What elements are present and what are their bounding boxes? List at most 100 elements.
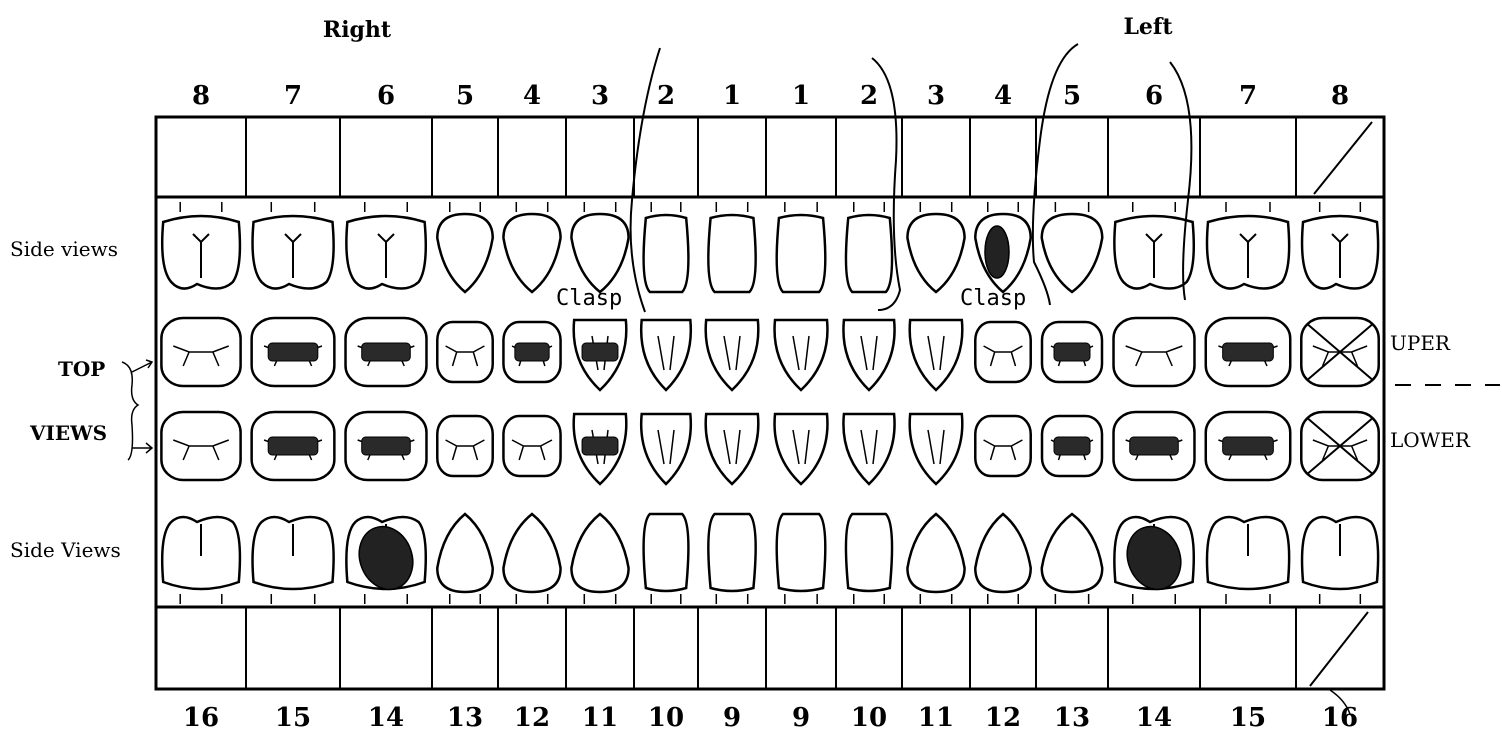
lower-side-tooth-16 [1302,517,1378,604]
restoration-fill [1130,437,1179,455]
lower-jaw-label: LOWER [1390,428,1471,452]
upper-tooth-number-13: 5 [1063,81,1081,111]
upper-tooth-number-9: 1 [792,81,810,111]
tooth-crown-outline [641,320,691,390]
lower-side-tooth-5 [503,514,560,604]
upper-top-tooth-5 [503,322,560,382]
lower-side-tooth-10 [846,514,892,604]
upper-tooth-number-4: 5 [456,81,474,111]
upper-side-tooth-9 [777,202,826,292]
upper-top-tooth-2 [252,318,335,386]
upper-jaw-label: UPER [1390,331,1451,355]
lower-tooth-number-2: 15 [275,703,311,732]
lower-side-tooth-7 [644,514,689,604]
upper-side-tooth-12 [975,202,1030,292]
upper-top-tooth-1 [161,318,240,386]
chart-frame [156,117,1384,689]
lower-top-tooth-11 [910,414,963,484]
lower-tooth-number-14: 14 [1136,703,1172,732]
lower-side-tooth-11 [907,514,964,604]
tooth-crown-outline [777,215,826,292]
tooth-crown-outline [437,214,492,292]
upper-side-tooth-1 [162,202,240,289]
lower-box-missing-slash [1310,612,1368,686]
tooth-crown-outline [907,514,964,592]
upper-tooth-number-6: 3 [591,81,609,111]
tooth-crown-outline [907,214,964,292]
upper-top-tooth-9 [775,320,828,390]
upper-top-tooth-11 [910,320,963,390]
tooth-crown-outline [571,514,628,592]
arrow-to-lower [132,443,152,453]
upper-top-view-row [161,318,1378,390]
top-views-views-label: VIEWS [29,421,107,445]
tooth-crown-outline [706,414,759,484]
lower-tooth-number-11: 11 [918,703,954,732]
upper-side-tooth-2 [253,202,334,289]
restoration-fill [362,437,411,455]
restoration-fill [582,343,618,361]
lower-tooth-number-4: 13 [447,703,483,732]
upper-tooth-number-16: 8 [1331,81,1349,111]
upper-tooth-number-8: 1 [723,81,741,111]
upper-top-tooth-12 [975,322,1030,382]
upper-tooth-number-3: 6 [377,81,395,111]
lower-side-tooth-14 [1114,517,1193,604]
upper-side-tooth-8 [708,202,755,292]
tooth-boxes [246,117,1372,689]
upper-side-tooth-4 [437,202,492,292]
lower-top-tooth-9 [775,414,828,484]
restoration-fill [515,343,549,361]
upper-side-view-row [162,202,1378,292]
tooth-crown-outline [503,514,560,592]
restoration-fill [1223,437,1274,455]
tooth-crown-outline [975,514,1030,592]
lower-tooth-number-12: 12 [985,703,1021,732]
lower-side-tooth-13 [1042,514,1102,604]
lower-top-tooth-7 [641,414,691,484]
lower-tooth-number-13: 13 [1054,703,1090,732]
tooth-crown-outline [910,320,963,390]
restoration-fill [1223,343,1274,361]
tooth-crown-outline [846,215,892,292]
lower-side-tooth-15 [1207,517,1289,604]
lower-tooth-number-1: 16 [183,703,219,732]
upper-top-tooth-3 [346,318,427,386]
lower-side-tooth-1 [162,517,240,604]
restoration-fill [582,437,618,455]
views-brace [122,362,138,460]
upper-side-tooth-3 [346,202,425,289]
upper-top-tooth-8 [706,320,759,390]
restoration-fill [362,343,411,361]
top-views-top-label: TOP [58,357,105,381]
tooth-crown-outline [846,514,892,591]
lower-top-tooth-4 [437,416,492,476]
lower-tooth-number-9: 9 [792,703,810,732]
upper-side-tooth-15 [1207,202,1289,289]
lower-top-tooth-8 [706,414,759,484]
upper-top-tooth-13 [1042,322,1102,382]
tooth-crown-outline [777,514,826,591]
restoration-fill [268,437,318,455]
clasp-annotation-right: Clasp [556,286,622,311]
tooth-crown-outline [644,514,689,591]
tooth-crown-outline [1042,214,1102,292]
tooth-crown-outline [910,414,963,484]
restoration-fill [1054,437,1090,455]
lower-side-tooth-2 [253,517,334,604]
lower-top-tooth-6 [574,414,627,484]
tooth-crown-outline [1042,514,1102,592]
lower-side-tooth-4 [437,514,492,604]
tooth-crown-outline [437,514,492,592]
upper-tooth-number-2: 7 [284,81,302,111]
upper-tooth-number-14: 6 [1145,81,1163,111]
lower-side-tooth-6 [571,514,628,604]
lower-top-view-row [161,412,1378,484]
lower-tooth-number-8: 9 [723,703,741,732]
upper-tooth-number-15: 7 [1239,81,1257,111]
lower-top-tooth-15 [1206,412,1290,480]
lower-side-tooth-9 [777,514,826,604]
lower-top-tooth-2 [252,412,335,480]
upper-top-tooth-14 [1114,318,1195,386]
